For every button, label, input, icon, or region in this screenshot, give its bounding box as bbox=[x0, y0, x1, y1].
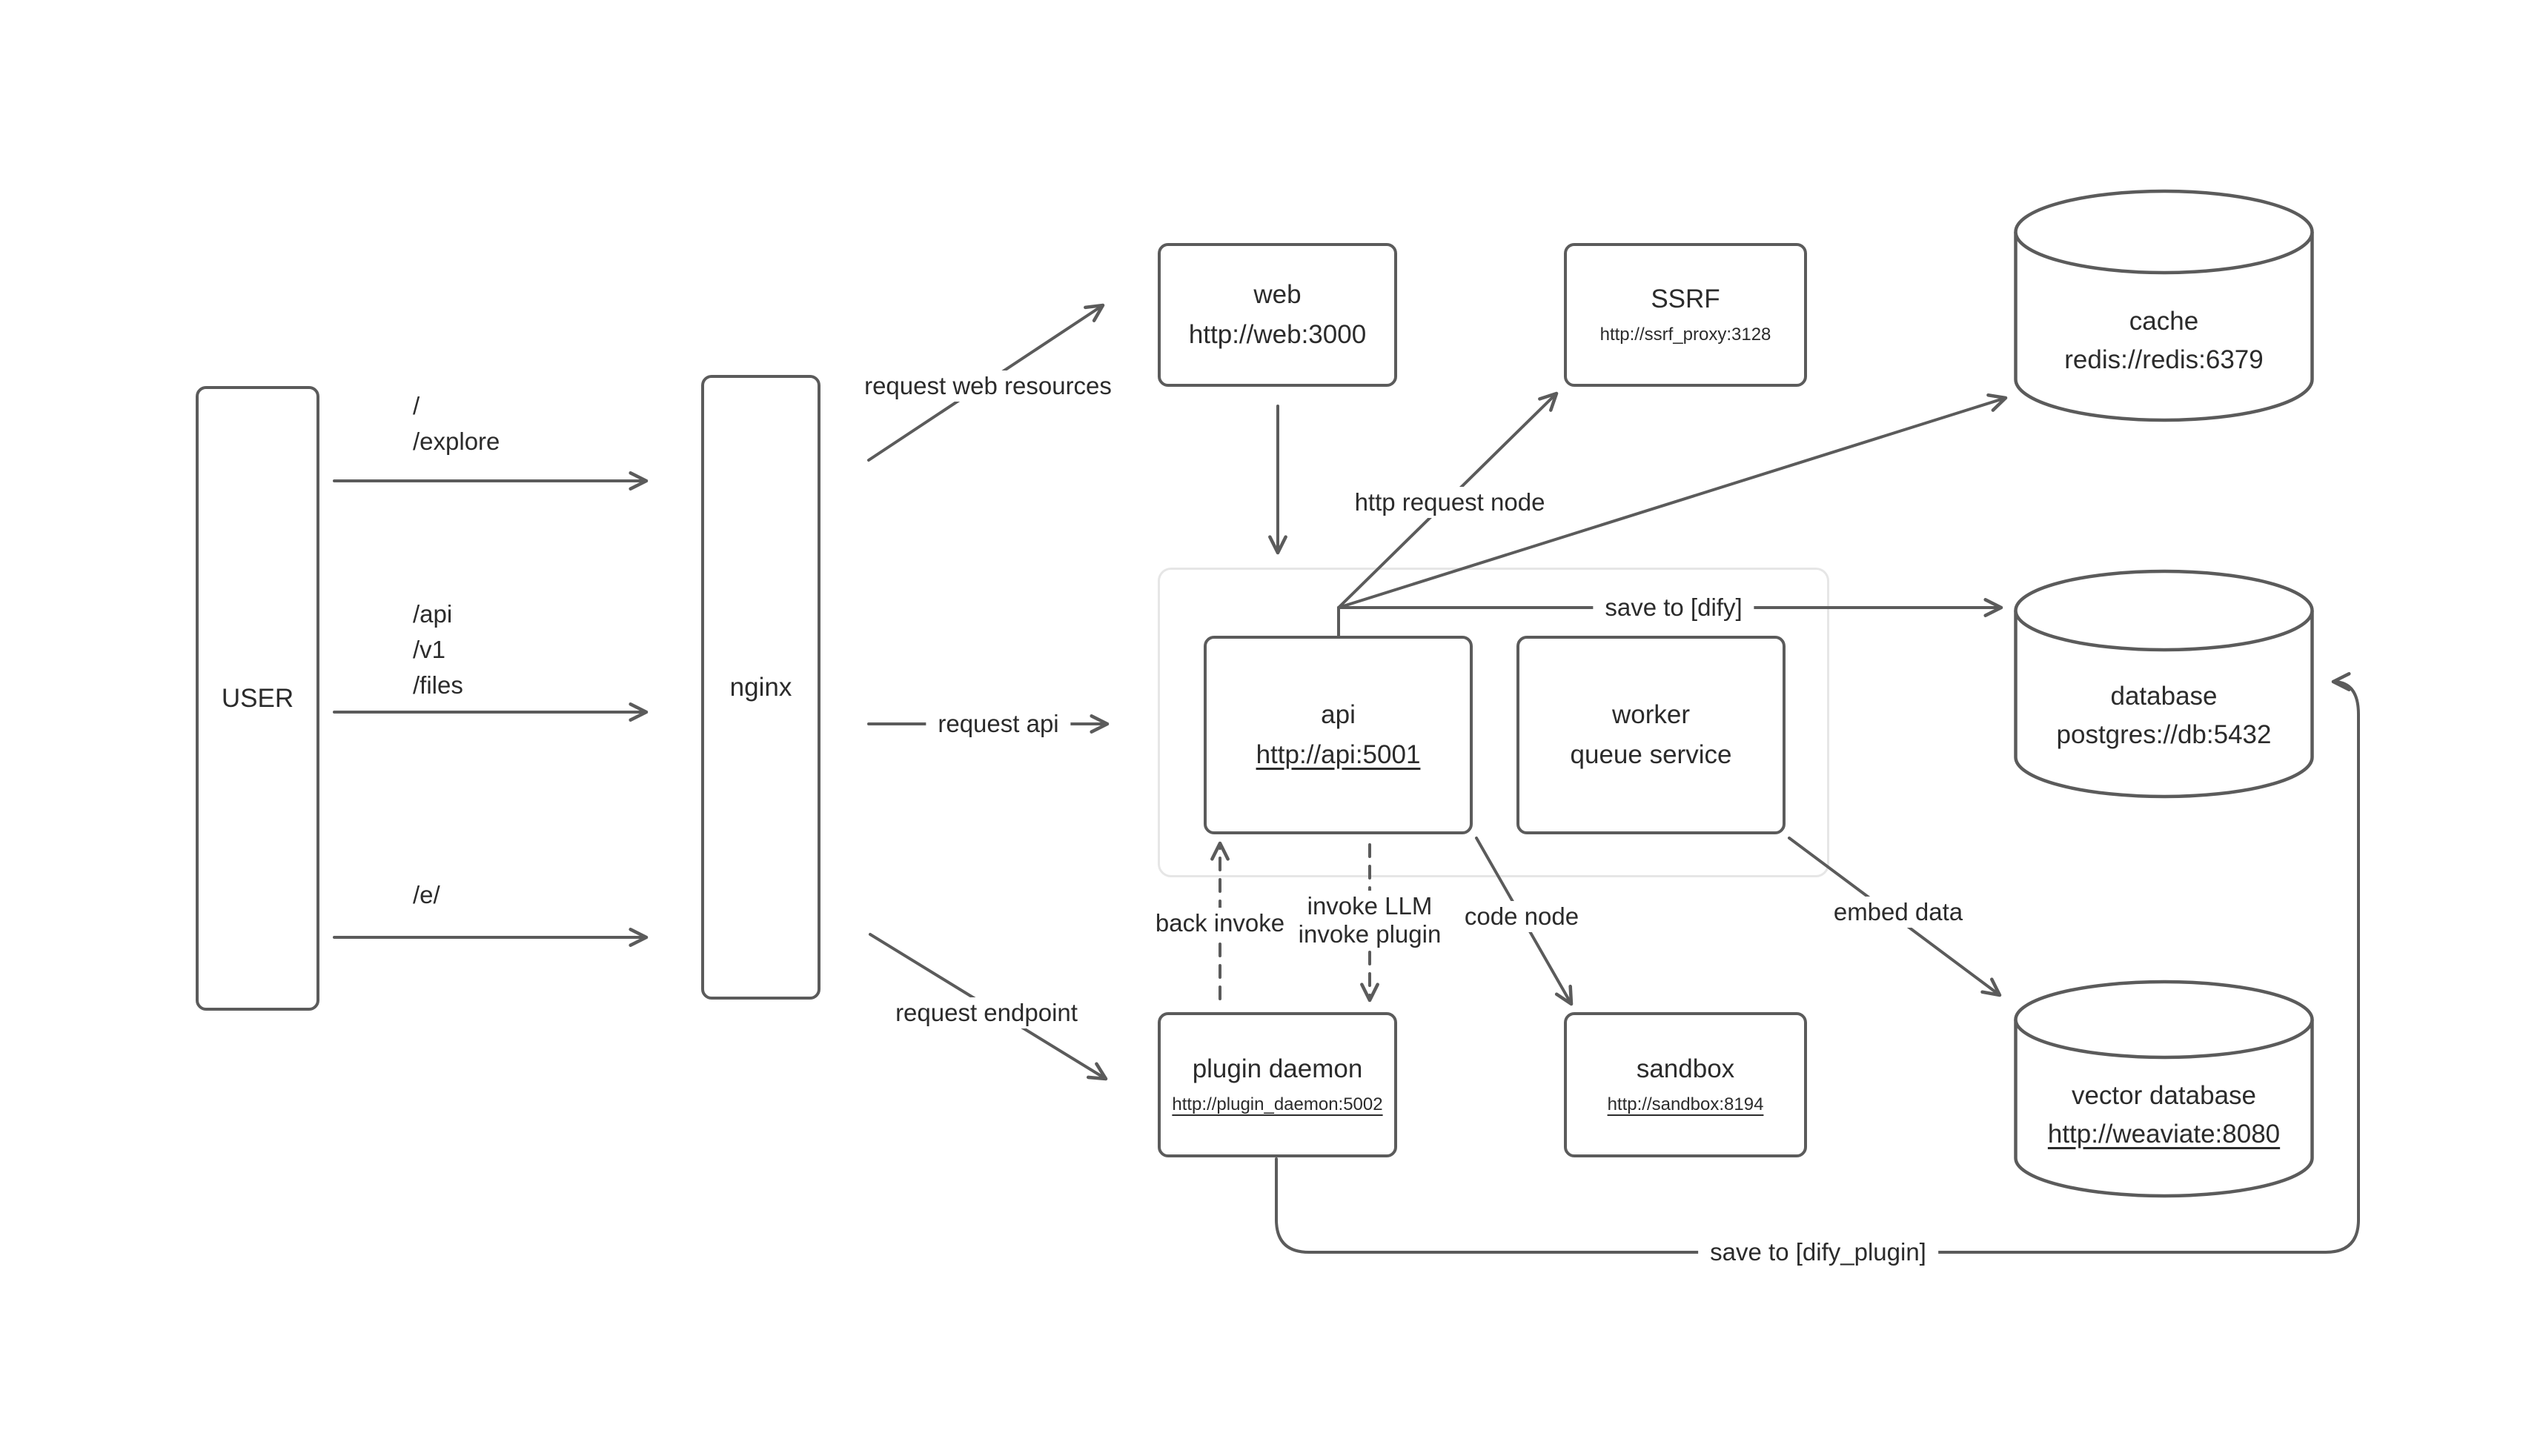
database-cylinder-icon bbox=[2014, 980, 2314, 1198]
node-user-label: USER bbox=[221, 683, 294, 713]
edge-label-request-endpoint: request endpoint bbox=[883, 997, 1090, 1028]
edge-label-save-to-dify-plugin: save to [dify_plugin] bbox=[1698, 1237, 1938, 1268]
node-api-url: http://api:5001 bbox=[1256, 740, 1421, 769]
node-database: database postgres://db:5432 bbox=[2012, 568, 2315, 799]
edge-label-http-request-node: http request node bbox=[1342, 487, 1557, 518]
edge-label-invoke-plugin: invoke plugin bbox=[1298, 920, 1442, 948]
node-cache-url: redis://redis:6379 bbox=[2064, 345, 2264, 374]
node-ssrf-url: http://ssrf_proxy:3128 bbox=[1599, 325, 1771, 345]
route-v1: /v1 bbox=[413, 636, 446, 663]
route-root: / bbox=[413, 392, 420, 419]
route-labels-e: /e/ bbox=[413, 877, 440, 913]
node-web-title: web bbox=[1253, 280, 1302, 309]
node-vector-database-title: vector database bbox=[2071, 1080, 2257, 1110]
edge-label-code-node: code node bbox=[1452, 901, 1591, 932]
database-cylinder-icon bbox=[2014, 569, 2314, 799]
node-plugin-daemon-title: plugin daemon bbox=[1192, 1054, 1363, 1083]
node-plugin-daemon: plugin daemon http://plugin_daemon:5002 bbox=[1158, 1012, 1397, 1157]
node-vector-database-url: http://weaviate:8080 bbox=[2047, 1119, 2281, 1148]
dify-service-group bbox=[1158, 568, 1829, 877]
node-web-url: http://web:3000 bbox=[1188, 320, 1367, 349]
edge-label-request-api: request api bbox=[926, 708, 1071, 739]
node-nginx-label: nginx bbox=[729, 672, 792, 702]
edge-label-back-invoke: back invoke bbox=[1143, 908, 1297, 939]
route-labels-web: / /explore bbox=[413, 388, 500, 459]
node-nginx: nginx bbox=[701, 375, 820, 1000]
route-api: /api bbox=[413, 600, 453, 628]
node-plugin-daemon-url: http://plugin_daemon:5002 bbox=[1172, 1094, 1383, 1114]
node-api: api http://api:5001 bbox=[1204, 636, 1473, 834]
edge-label-invoke: invoke LLM invoke plugin bbox=[1286, 891, 1453, 950]
edge-label-request-web-resources: request web resources bbox=[852, 370, 1124, 402]
node-ssrf: SSRF http://ssrf_proxy:3128 bbox=[1564, 243, 1807, 387]
node-web: web http://web:3000 bbox=[1158, 243, 1397, 387]
node-api-title: api bbox=[1321, 700, 1356, 729]
route-files: /files bbox=[413, 671, 463, 699]
node-worker-title: worker bbox=[1611, 700, 1691, 729]
route-explore: /explore bbox=[413, 428, 500, 455]
node-database-url: postgres://db:5432 bbox=[2056, 720, 2272, 749]
node-worker: worker queue service bbox=[1516, 636, 1786, 834]
node-sandbox: sandbox http://sandbox:8194 bbox=[1564, 1012, 1807, 1157]
edge-api-cache bbox=[1337, 393, 2008, 609]
edge-label-embed-data: embed data bbox=[1821, 897, 1975, 928]
node-database-title: database bbox=[2110, 682, 2218, 711]
node-vector-database: vector database http://weaviate:8080 bbox=[2012, 978, 2315, 1198]
node-user: USER bbox=[196, 386, 319, 1011]
edge-label-invoke-llm: invoke LLM bbox=[1307, 892, 1433, 920]
node-worker-subtitle: queue service bbox=[1570, 740, 1732, 769]
node-cache-title: cache bbox=[2129, 307, 2199, 336]
node-sandbox-url: http://sandbox:8194 bbox=[1607, 1094, 1764, 1114]
database-cylinder-icon bbox=[2014, 189, 2314, 422]
edge-label-save-to-dify: save to [dify] bbox=[1593, 592, 1754, 623]
route-labels-api: /api /v1 /files bbox=[413, 596, 463, 703]
node-sandbox-title: sandbox bbox=[1636, 1054, 1735, 1083]
edge-plugin-database bbox=[1275, 672, 2360, 1254]
node-ssrf-title: SSRF bbox=[1651, 285, 1720, 313]
node-cache: cache redis://redis:6379 bbox=[2012, 187, 2315, 424]
route-e: /e/ bbox=[413, 881, 440, 908]
